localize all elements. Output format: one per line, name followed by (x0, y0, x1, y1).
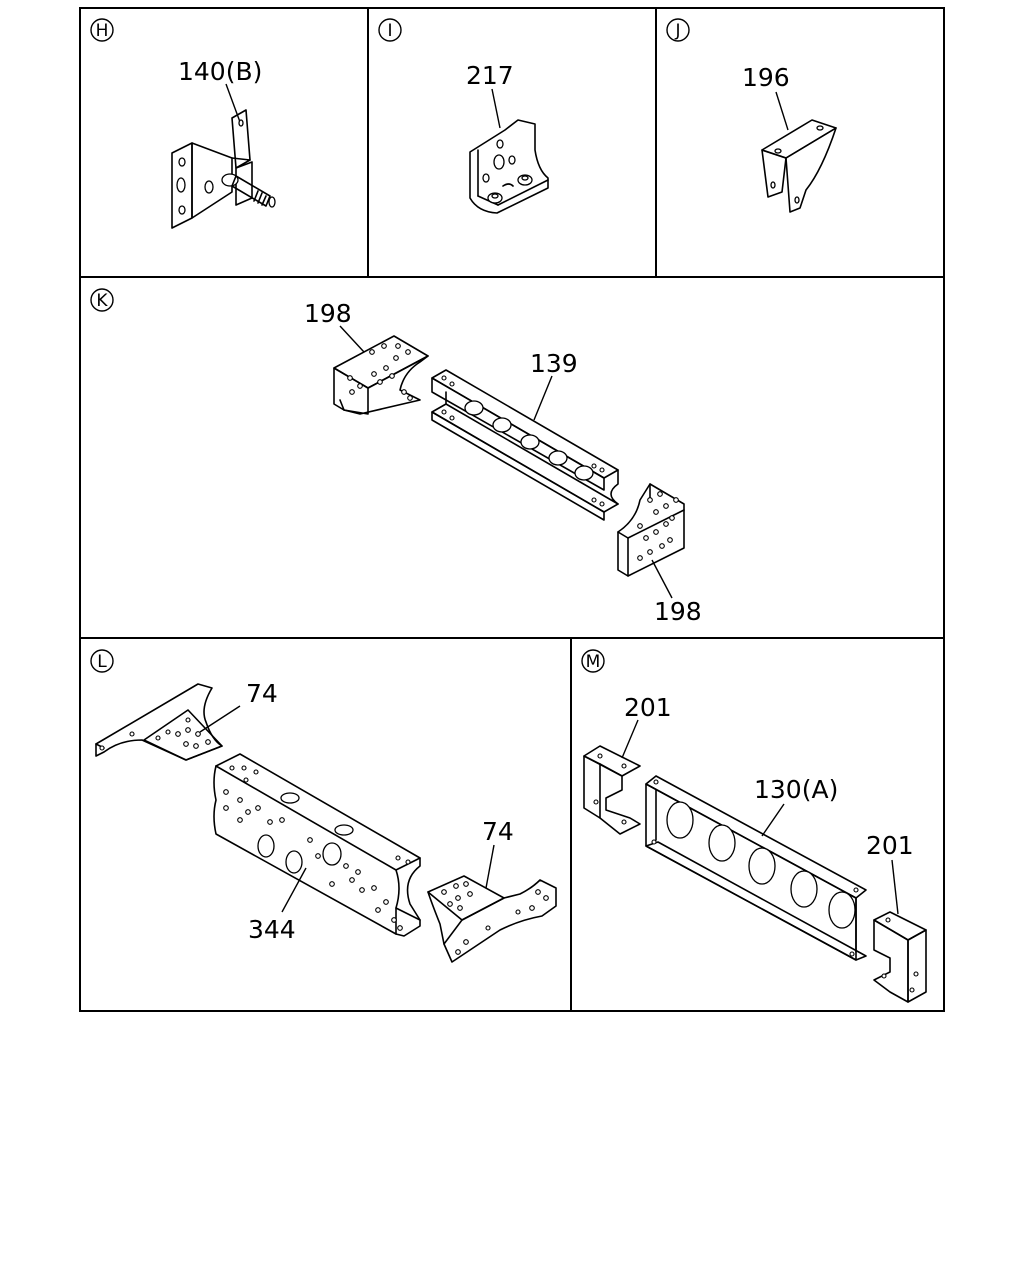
part-drawing-201-lower (873, 911, 927, 1003)
part-label-198-bottom: 198 (654, 597, 702, 626)
part-label-217: 217 (466, 61, 514, 90)
part-drawing-140b (171, 109, 276, 229)
part-drawing-201-upper (583, 745, 641, 835)
panel-i: I 217 (378, 18, 549, 214)
part-drawing-196 (761, 119, 837, 213)
svg-text:J: J (674, 21, 680, 41)
panel-j: J 196 (666, 18, 837, 213)
svg-text:K: K (96, 291, 108, 311)
part-label-130a: 130(A) (754, 775, 838, 804)
part-drawing-139 (431, 369, 619, 521)
panel-h: H 140(B) (90, 18, 276, 229)
part-drawing-344 (213, 753, 421, 937)
part-label-344: 344 (248, 915, 296, 944)
panel-letter-m: M (581, 649, 605, 673)
part-label-140b: 140(B) (178, 57, 262, 86)
part-drawing-217 (469, 119, 549, 214)
part-drawing-198-lower (617, 483, 685, 577)
panel-m: M 201 130(A) 201 (581, 649, 927, 1003)
panel-l: L 74 74 344 (90, 649, 557, 963)
part-label-196: 196 (742, 63, 790, 92)
panel-letter-i: I (378, 18, 402, 42)
part-label-74-right: 74 (482, 817, 514, 846)
panel-letter-h: H (90, 18, 114, 42)
diagram-frame (79, 7, 945, 1012)
part-label-139: 139 (530, 349, 578, 378)
part-label-201-top: 201 (624, 693, 672, 722)
part-label-201-bottom: 201 (866, 831, 914, 860)
svg-text:I: I (387, 21, 392, 41)
part-label-74-top: 74 (246, 679, 278, 708)
svg-text:H: H (96, 21, 109, 41)
panel-letter-l: L (90, 649, 114, 673)
part-drawing-130a (645, 775, 867, 961)
panel-k: K 198 139 198 (90, 288, 702, 626)
part-label-198-top: 198 (304, 299, 352, 328)
svg-text:M: M (586, 652, 601, 672)
svg-text:L: L (97, 652, 107, 672)
part-drawing-198-upper (333, 335, 429, 415)
part-drawing-74-upper (95, 683, 223, 761)
panel-letter-j: J (666, 18, 690, 42)
panel-letter-k: K (90, 288, 114, 312)
part-drawing-74-lower (427, 875, 557, 963)
